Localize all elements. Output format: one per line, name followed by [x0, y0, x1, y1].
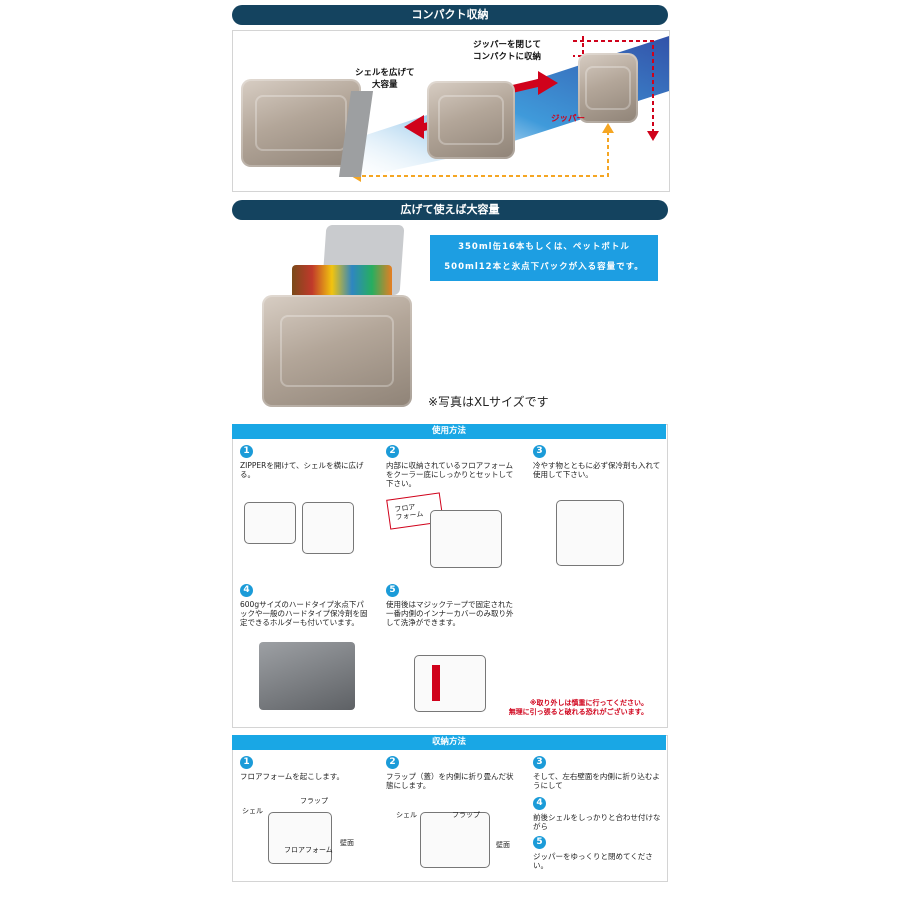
usage-step-text: 使用後はマジックテープで固定された一番内側のインナーカバーのみ取り外して洗浄がで…: [386, 600, 514, 627]
step2-cooler: [430, 510, 502, 568]
step-number: 1: [240, 756, 253, 769]
step-number: 5: [386, 584, 399, 597]
storage-step-text: 前後シェルをしっかりと合わせ付けながら: [533, 813, 661, 831]
size-note: ※写真はXLサイズです: [428, 395, 549, 409]
step-number: 3: [533, 756, 546, 769]
label-shell: シェル: [242, 807, 263, 815]
arrow-down-icon: [647, 131, 659, 141]
storage-step1-cooler: [268, 812, 332, 864]
step5-cooler: [414, 655, 486, 712]
step-number: 4: [533, 797, 546, 810]
usage-step-text: 600gサイズのハードタイプ氷点下パックや一般のハードタイプ保冷剤を固定できるホ…: [240, 600, 368, 627]
cooler-mid-image: [427, 81, 515, 159]
label-close: ジッパーを閉じてコンパクトに収納: [473, 40, 542, 62]
cooler-open-image: [241, 79, 361, 167]
step-number: 4: [240, 584, 253, 597]
label-wall: 壁面: [496, 841, 510, 849]
zipper-path: [573, 36, 584, 57]
cooler-full-image: [262, 225, 412, 407]
label-zipper: ジッパー: [551, 114, 586, 124]
return-path: [358, 131, 609, 177]
usage-warning: ※取り外しは慎重に行ってください。無理に引っ張ると破れる恐れがございます。: [508, 699, 648, 716]
storage-step-text: フラップ（蓋）を内側に折り畳んだ状態にします。: [386, 772, 514, 790]
label-floor: フロアフォーム: [284, 846, 333, 854]
step3-cooler: [556, 500, 624, 566]
usage-step-text: 冷やす物とともに必ず保冷剤も入れて使用して下さい。: [533, 461, 661, 479]
label-flap: フラップ: [452, 811, 480, 819]
arrow-right-icon: [508, 71, 558, 95]
step4-photo: [259, 642, 355, 710]
label-wall: 壁面: [340, 839, 354, 847]
usage-step-text: ZIPPERを開けて、シェルを横に広げる。: [240, 461, 364, 479]
label-flap: フラップ: [300, 797, 328, 805]
step-number: 1: [240, 445, 253, 458]
compact-panel: シェルを広げて大容量 ジッパーを閉じてコンパクトに収納 ジッパー: [232, 30, 670, 192]
storage-step2-cooler: [420, 812, 490, 868]
step-number: 2: [386, 445, 399, 458]
label-shell: シェル: [396, 811, 417, 819]
storage-step-text: フロアフォームを起こします。: [240, 772, 345, 781]
storage-header: 収納方法: [232, 735, 666, 750]
label-expand: シェルを広げて大容量: [355, 68, 415, 90]
step-number: 2: [386, 756, 399, 769]
arrow-up-icon: [432, 665, 440, 701]
step1-cooler-left: [244, 502, 296, 544]
cooler-compact-image: [578, 53, 638, 123]
section-banner-capacity: 広げて使えば大容量: [232, 200, 668, 220]
step1-cooler-right: [302, 502, 354, 554]
storage-step-text: そして、左右壁面を内側に折り込むようにして: [533, 772, 660, 790]
usage-step-text: 内部に収納されているフロアフォームをクーラー底にしっかりとセットして下さい。: [386, 461, 514, 488]
storage-step-text: ジッパーをゆっくりと閉めてください。: [533, 852, 653, 870]
capacity-info-box: 350ml缶16本もしくは、ペットボトル 500ml12本と氷点下パックが入る容…: [430, 235, 658, 281]
section-banner-compact: コンパクト収納: [232, 5, 668, 25]
step-number: 5: [533, 836, 546, 849]
arrow-up-icon: [602, 123, 614, 133]
step-number: 3: [533, 445, 546, 458]
usage-header: 使用方法: [232, 424, 666, 439]
